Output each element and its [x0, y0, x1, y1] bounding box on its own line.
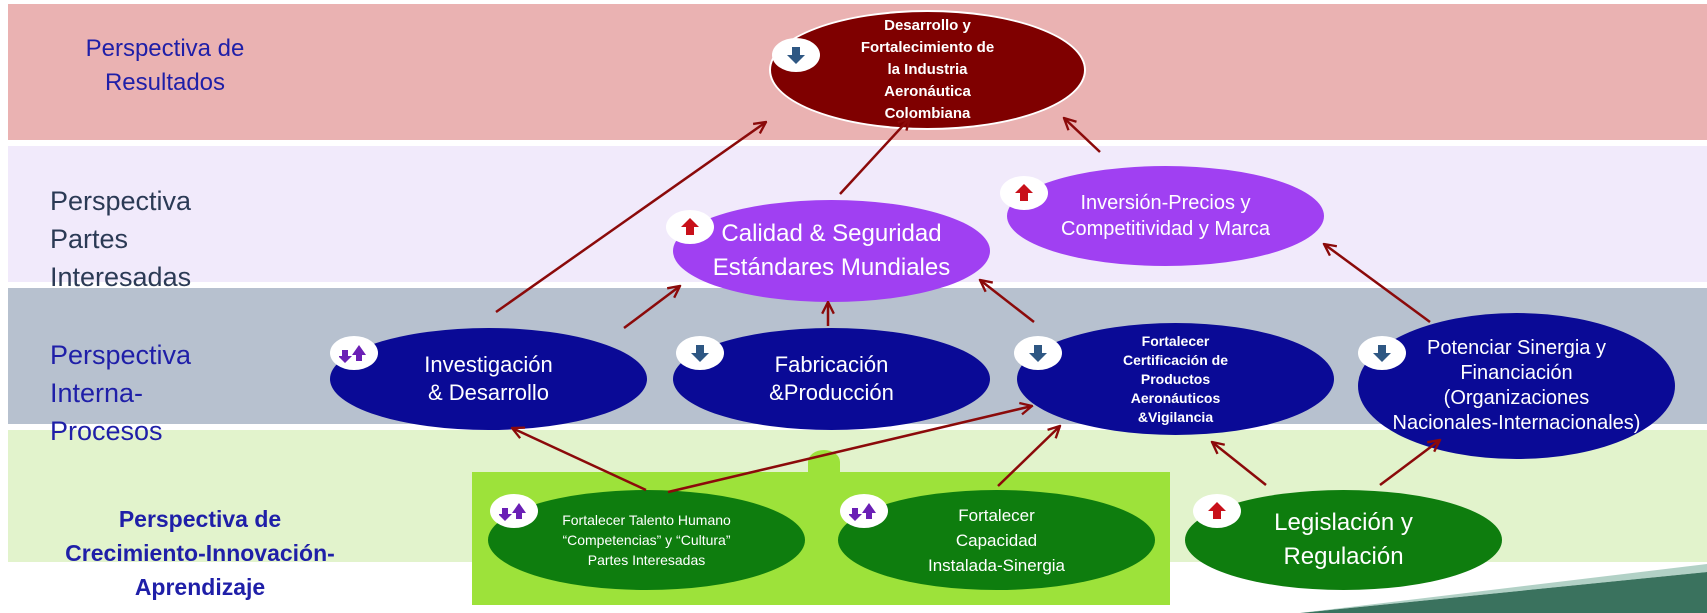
node-desarrollo-label: Desarrollo y Fortalecimiento de la Indus… — [860, 17, 995, 122]
node-capacidad[interactable]: Fortalecer Capacidad Instalada-Sinergia — [838, 490, 1155, 590]
badge-fabricacion-down — [676, 336, 724, 370]
up-arrow-icon — [681, 218, 699, 235]
node-fabricacion-label: Fabricación &Producción — [769, 352, 894, 405]
node-inversion-label: Inversión-Precios y Competitividad y Mar… — [1061, 192, 1270, 240]
down-arrow-icon — [1373, 345, 1391, 362]
node-certificacion-label: Fortalecer Certificación de Productos Ae… — [1122, 332, 1229, 425]
down-arrow-icon — [691, 345, 709, 362]
node-sinergia-label: Potenciar Sinergia y Financiación (Organ… — [1392, 337, 1641, 434]
badge-legislacion-up — [1193, 494, 1241, 528]
up-down-arrows-icon — [339, 345, 366, 363]
node-inversion[interactable]: Inversión-Precios y Competitividad y Mar… — [1007, 166, 1324, 266]
up-arrow-icon — [1015, 184, 1033, 201]
node-desarrollo[interactable]: Desarrollo y Fortalecimiento de la Indus… — [769, 10, 1086, 130]
label-partes-interesadas: Perspectiva Partes Interesadas — [50, 186, 192, 292]
badge-capacidad-mixed — [840, 494, 888, 528]
label-crecimiento: Perspectiva de Crecimiento-Innovación- A… — [65, 506, 335, 600]
up-down-arrows-icon — [499, 503, 526, 521]
node-investigacion-label: Investigación & Desarrollo — [424, 352, 553, 405]
node-legislacion-label: Legislación y Regulación — [1274, 509, 1413, 570]
badge-certificacion-down — [1014, 336, 1062, 370]
node-calidad-label: Calidad & Seguridad Estándares Mundiales — [712, 220, 951, 281]
node-calidad[interactable]: Calidad & Seguridad Estándares Mundiales — [673, 200, 990, 302]
badge-sinergia-down — [1358, 336, 1406, 370]
node-certificacion[interactable]: Fortalecer Certificación de Productos Ae… — [1017, 323, 1334, 435]
node-capacidad-label: Fortalecer Capacidad Instalada-Sinergia — [927, 505, 1066, 575]
badge-inversion-up — [1000, 176, 1048, 210]
node-sinergia[interactable]: Potenciar Sinergia y Financiación (Organ… — [1358, 313, 1675, 459]
badge-investigacion-mixed — [330, 336, 378, 370]
node-talento-label: Fortalecer Talento Humano “Competencias”… — [562, 512, 731, 568]
up-arrow-icon — [1208, 502, 1226, 519]
badge-desarrollo-down — [772, 38, 820, 72]
badge-calidad-up — [666, 210, 714, 244]
label-procesos: Perspectiva Interna- Procesos — [50, 340, 192, 446]
label-resultados: Perspectiva de Resultados — [85, 35, 245, 96]
node-talento[interactable]: Fortalecer Talento Humano “Competencias”… — [488, 490, 805, 590]
up-down-arrows-icon — [849, 503, 876, 521]
node-investigacion[interactable]: Investigación & Desarrollo — [330, 328, 647, 430]
down-arrow-icon — [1029, 345, 1047, 362]
down-arrow-icon — [787, 47, 805, 64]
badge-talento-mixed — [490, 494, 538, 528]
